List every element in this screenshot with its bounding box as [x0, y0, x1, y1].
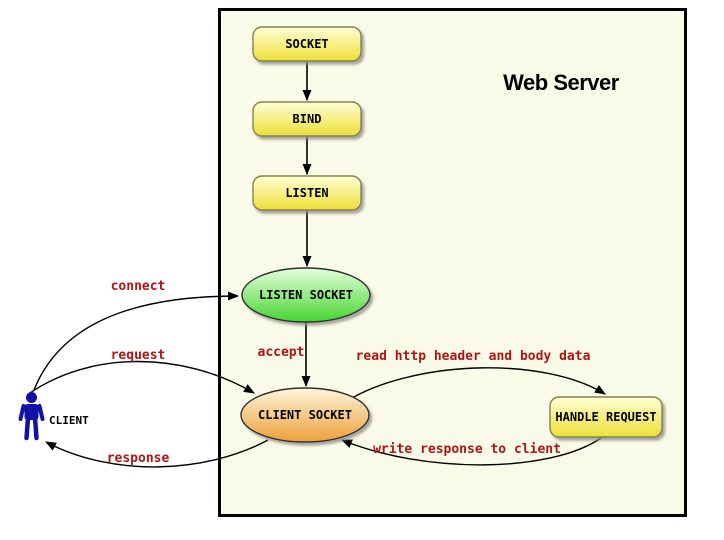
node-listen: LISTEN [252, 175, 362, 211]
edge-label-response: response [107, 451, 170, 466]
node-bind-shape [252, 101, 362, 137]
client-person-arm-right [37, 404, 45, 421]
client-person-leg-left [24, 415, 31, 441]
client-person-icon [26, 392, 37, 403]
arrow-request [29, 360, 255, 394]
node-client-socket: CLIENT SOCKET [240, 387, 370, 443]
edge-label-request: request [111, 348, 166, 363]
edge-label-read-http: read http header and body data [356, 349, 591, 364]
node-handle-request: HANDLE REQUEST [549, 396, 663, 438]
node-listen-label: LISTEN [285, 186, 328, 200]
client-actor-label: CLIENT [49, 414, 89, 427]
arrow-response [45, 439, 269, 468]
client-person-leg-right [32, 415, 39, 441]
client-actor: CLIENT [18, 392, 89, 441]
node-socket-shape [252, 26, 362, 62]
arrow-write-response [341, 437, 602, 466]
arrow-connect [33, 291, 239, 391]
node-listen-socket-label: LISTEN SOCKET [259, 288, 353, 302]
web-server-title: Web Server [503, 70, 620, 95]
node-bind-label: BIND [293, 112, 322, 126]
node-listen-socket: LISTEN SOCKET [241, 267, 371, 323]
edge-label-accept: accept [258, 345, 305, 360]
arrow-read-http [351, 367, 606, 399]
node-client-socket-label: CLIENT SOCKET [258, 408, 352, 422]
edge-label-write-response: write response to client [373, 442, 561, 457]
node-handle-request-shape [549, 396, 663, 438]
node-socket: SOCKET [252, 26, 362, 62]
edge-label-connect: connect [111, 279, 166, 294]
node-handle-request-label: HANDLE REQUEST [555, 410, 656, 424]
node-listen-socket-shape [241, 267, 371, 323]
node-client-socket-shape [240, 387, 370, 443]
node-socket-label: SOCKET [285, 37, 328, 51]
node-listen-shape [252, 175, 362, 211]
node-bind: BIND [252, 101, 362, 137]
client-person-arm-left [18, 404, 26, 421]
